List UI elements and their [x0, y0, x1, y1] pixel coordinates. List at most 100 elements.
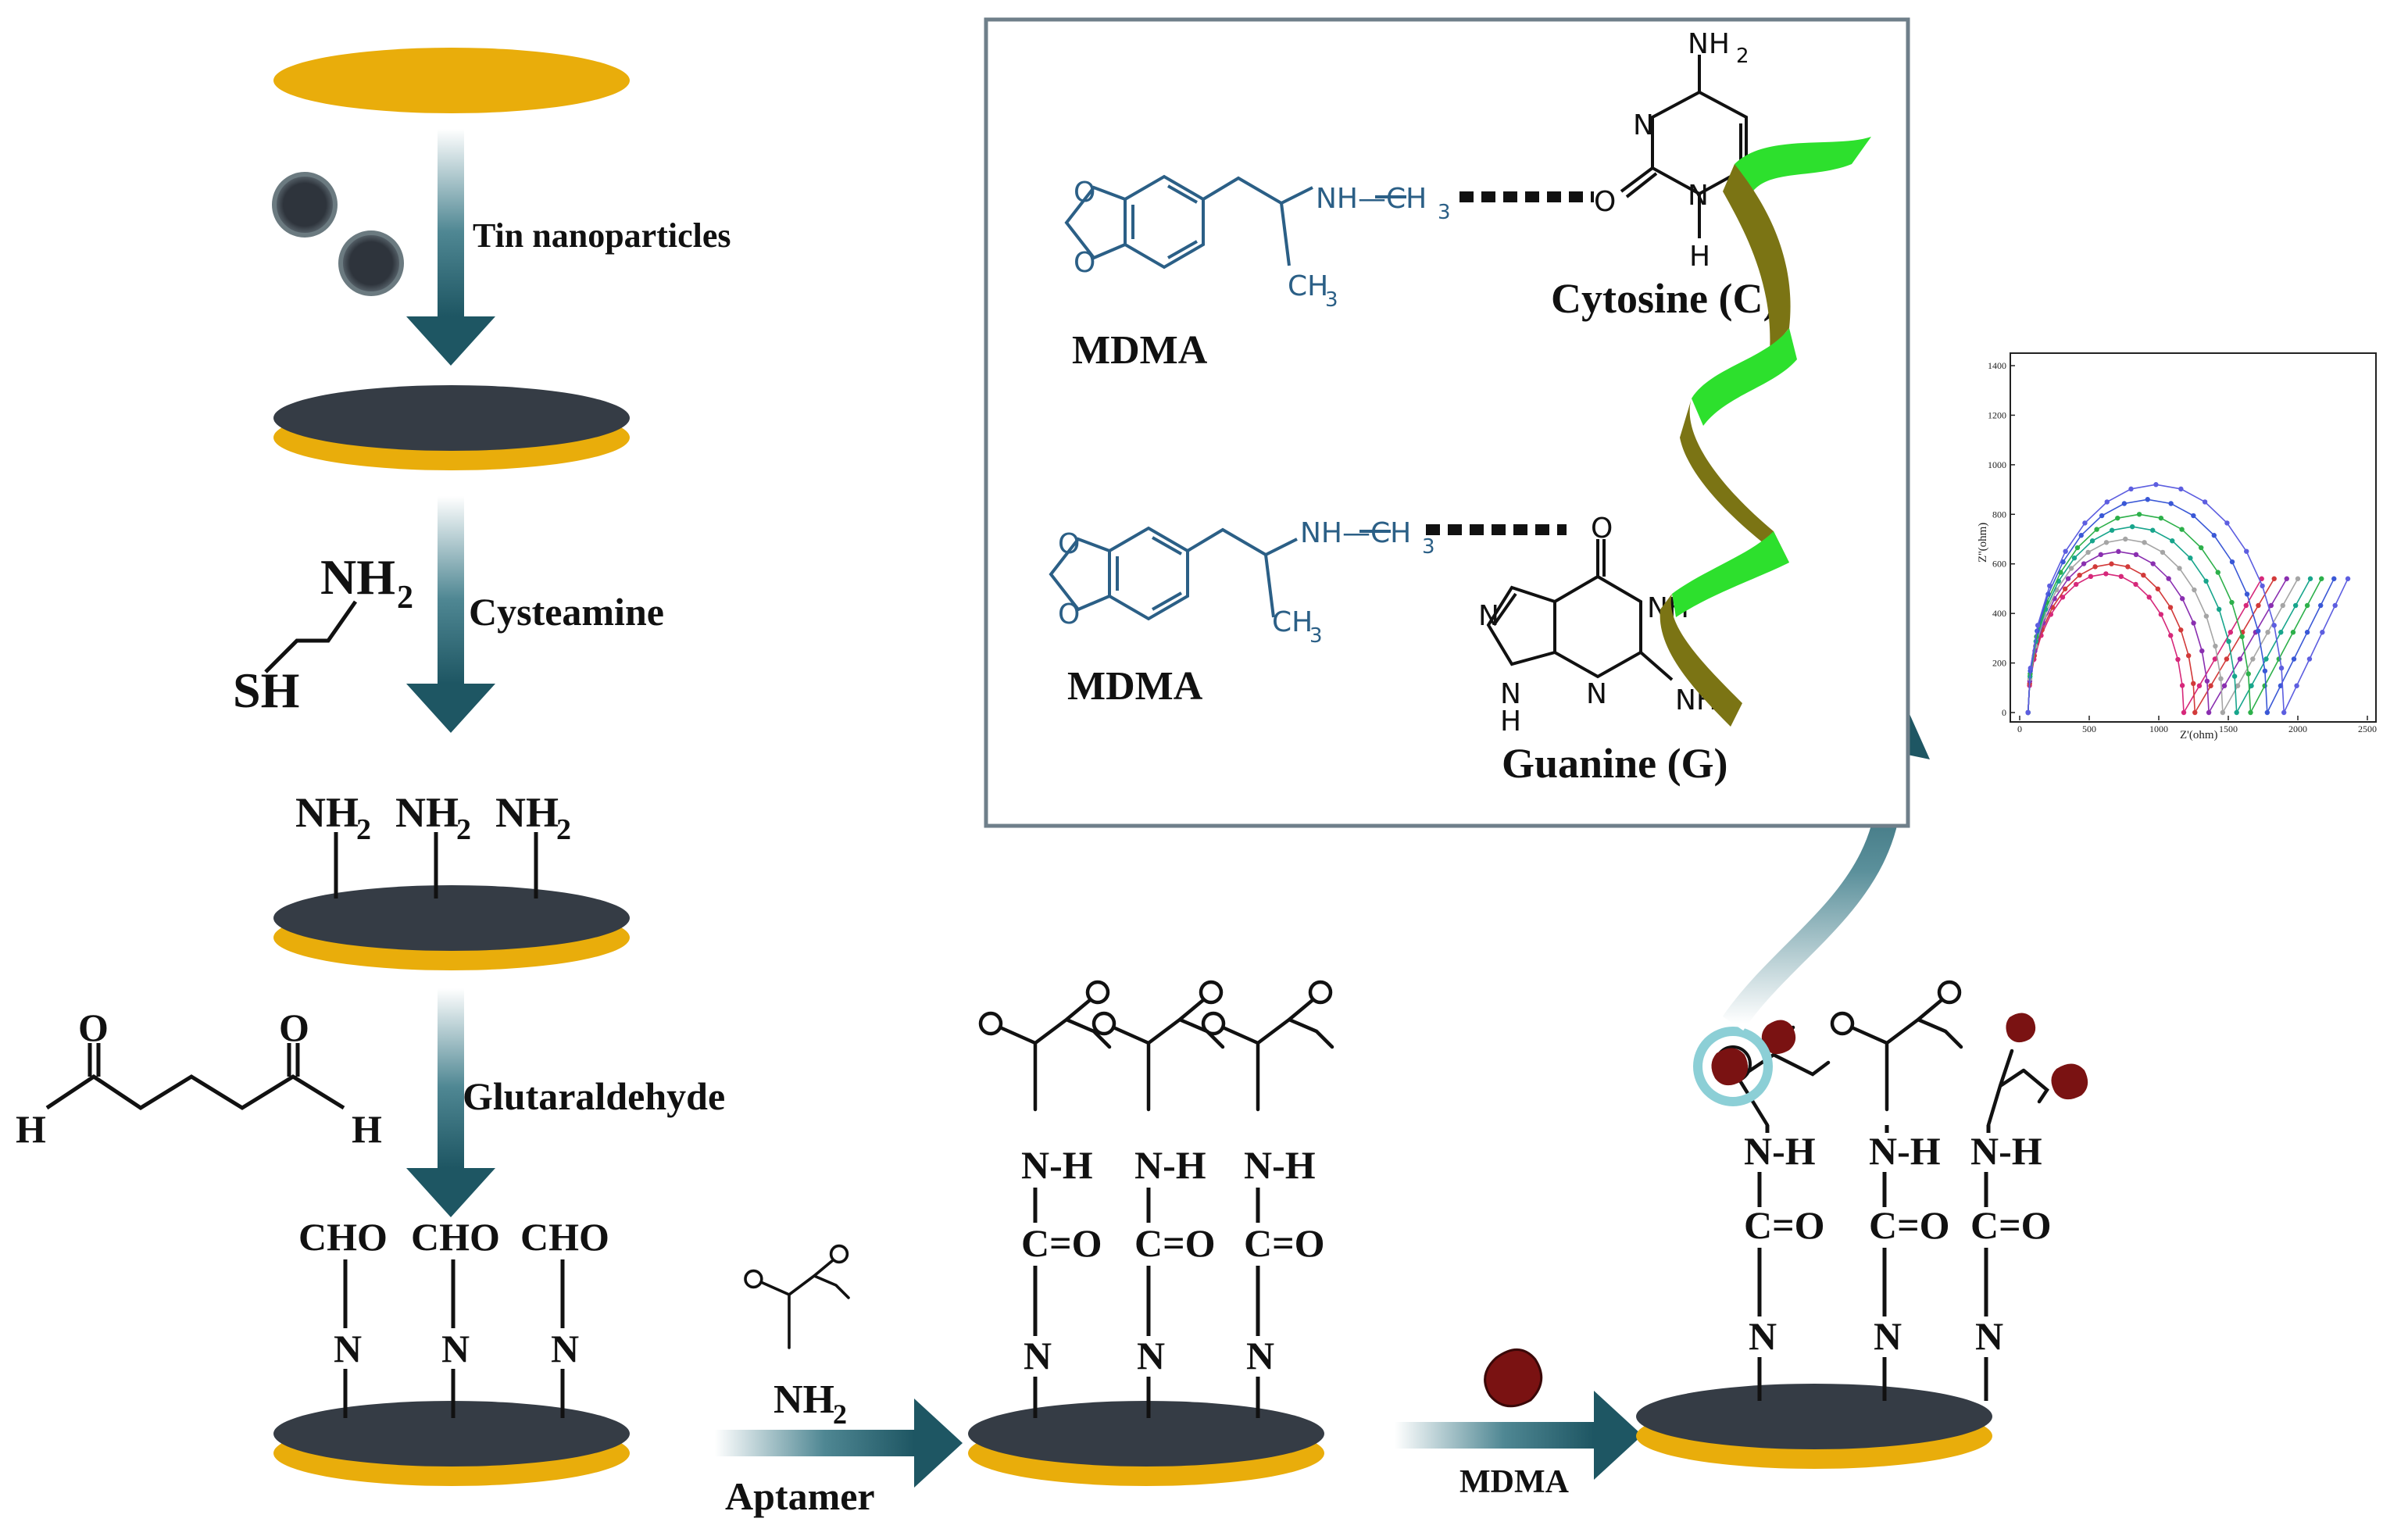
svg-text:2: 2: [456, 813, 471, 846]
electrode-tin-coated: [273, 385, 630, 470]
impedance-point: [2280, 602, 2285, 609]
svg-text:N: N: [1500, 678, 1521, 710]
svg-text:O: O: [1074, 247, 1095, 279]
impedance-point: [2191, 620, 2196, 626]
impedance-point: [2074, 581, 2079, 588]
impedance-point: [2123, 536, 2128, 542]
impedance-point: [2262, 668, 2268, 673]
impedance-point: [2121, 501, 2128, 506]
impedance-point: [2245, 671, 2251, 677]
impedance-point: [2249, 683, 2254, 688]
impedance-point: [2099, 513, 2105, 519]
impedance-point: [2248, 709, 2253, 716]
impedance-point: [2192, 709, 2198, 716]
svg-text:N: N: [1478, 600, 1499, 632]
impedance-point: [2259, 576, 2264, 581]
impedance-point: [2234, 709, 2239, 716]
impedance-point: [2262, 683, 2267, 688]
impedance-point: [2047, 583, 2053, 589]
impedance-point: [2185, 652, 2192, 659]
y-tick-label: 0: [2002, 707, 2006, 718]
step-1-bare-electrode: [273, 48, 630, 113]
impedance-point: [2215, 570, 2220, 575]
x-tick-label: 0: [2017, 723, 2022, 734]
impedance-point: [2150, 527, 2156, 533]
svg-text:O: O: [1058, 598, 1080, 631]
tin-nanoparticle-icon: [338, 230, 404, 296]
svg-text:O: O: [279, 1006, 309, 1049]
impedance-point: [2206, 709, 2212, 716]
impedance-point: [2168, 633, 2174, 638]
svg-text:3: 3: [1309, 624, 1323, 648]
arrow-glutaraldehyde: [406, 988, 495, 1217]
impedance-point: [2212, 656, 2218, 662]
impedance-point: [2142, 540, 2147, 545]
impedance-point: [2146, 595, 2152, 600]
aptamer-amine: NH 2: [773, 1377, 847, 1430]
svg-text:CHO: CHO: [411, 1215, 500, 1259]
impedance-point: [2256, 602, 2261, 609]
impedance-point: [2153, 482, 2159, 488]
impedance-point: [2278, 630, 2284, 635]
impedance-point: [2332, 602, 2338, 609]
impedance-point: [2103, 571, 2109, 577]
impedance-point: [2115, 515, 2120, 521]
svg-text:N: N: [1975, 1314, 2003, 1358]
y-tick-label: 1000: [1988, 459, 2006, 470]
svg-text:N-H: N-H: [1744, 1129, 1816, 1173]
svg-text:2: 2: [397, 580, 413, 616]
impedance-point: [2237, 656, 2243, 662]
svg-text:C=O: C=O: [1744, 1203, 1825, 1247]
impedance-point: [2104, 499, 2110, 505]
electrode-aldehyde: CHO CHO CHO N N N: [273, 1215, 630, 1486]
impedance-series-1: [2027, 573, 2263, 715]
impedance-point: [2294, 683, 2299, 688]
impedance-point: [2264, 709, 2270, 716]
x-tick-label: 500: [2082, 723, 2096, 734]
step-label-mdma: MDMA: [1459, 1464, 1570, 1500]
electrode-amine: NH2 NH2 NH2: [273, 789, 630, 970]
impedance-point: [2125, 564, 2131, 570]
impedance-point: [2155, 586, 2161, 591]
svg-text:2: 2: [833, 1399, 847, 1430]
impedance-point: [2081, 561, 2087, 566]
impedance-point: [2094, 527, 2099, 532]
impedance-point: [2063, 548, 2068, 554]
impedance-point: [2290, 630, 2296, 635]
svg-text:NH: NH: [1688, 28, 1730, 60]
impedance-point: [2304, 630, 2310, 635]
impedance-point: [2178, 627, 2184, 633]
svg-text:NH—CH: NH—CH: [1316, 183, 1427, 215]
arrow-tin: [406, 129, 495, 366]
svg-text:N: N: [1586, 678, 1607, 710]
svg-text:N: N: [441, 1327, 470, 1370]
tin-nanoparticle-icon: [272, 172, 338, 238]
impedance-point: [2208, 683, 2213, 688]
step-label-tin: Tin nanoparticles: [473, 216, 731, 255]
impedance-point: [2203, 578, 2209, 584]
impedance-series-5: [2027, 526, 2311, 715]
svg-text:N: N: [551, 1327, 579, 1370]
interaction-inset: O O NH—CH 3 CH 3 MDMA NH 2 N O N H Cytos…: [984, 17, 1910, 828]
svg-text:N: N: [1246, 1334, 1274, 1377]
x-tick-label: 2500: [2358, 723, 2377, 734]
guanine-label: Guanine (G): [1502, 740, 1728, 787]
svg-text:O: O: [1591, 513, 1613, 545]
impedance-point: [2150, 561, 2156, 566]
impedance-point: [2218, 676, 2224, 681]
mdma-structure-top: [1064, 174, 1406, 270]
y-axis-label: Z''(ohm): [1977, 523, 1989, 563]
svg-text:N: N: [1024, 1334, 1052, 1377]
impedance-point: [2141, 572, 2146, 578]
impedance-point: [2170, 538, 2175, 544]
plot-frame: [2010, 352, 2377, 723]
impedance-series-2: [2027, 563, 2275, 715]
impedance-point: [2281, 709, 2287, 716]
svg-text:NH: NH: [320, 549, 395, 605]
svg-text:3: 3: [1438, 201, 1451, 224]
binding-highlight-circle: [1693, 1027, 1773, 1106]
arrow-cysteamine: [406, 496, 495, 733]
cytosine-label: Cytosine (C): [1551, 275, 1777, 322]
